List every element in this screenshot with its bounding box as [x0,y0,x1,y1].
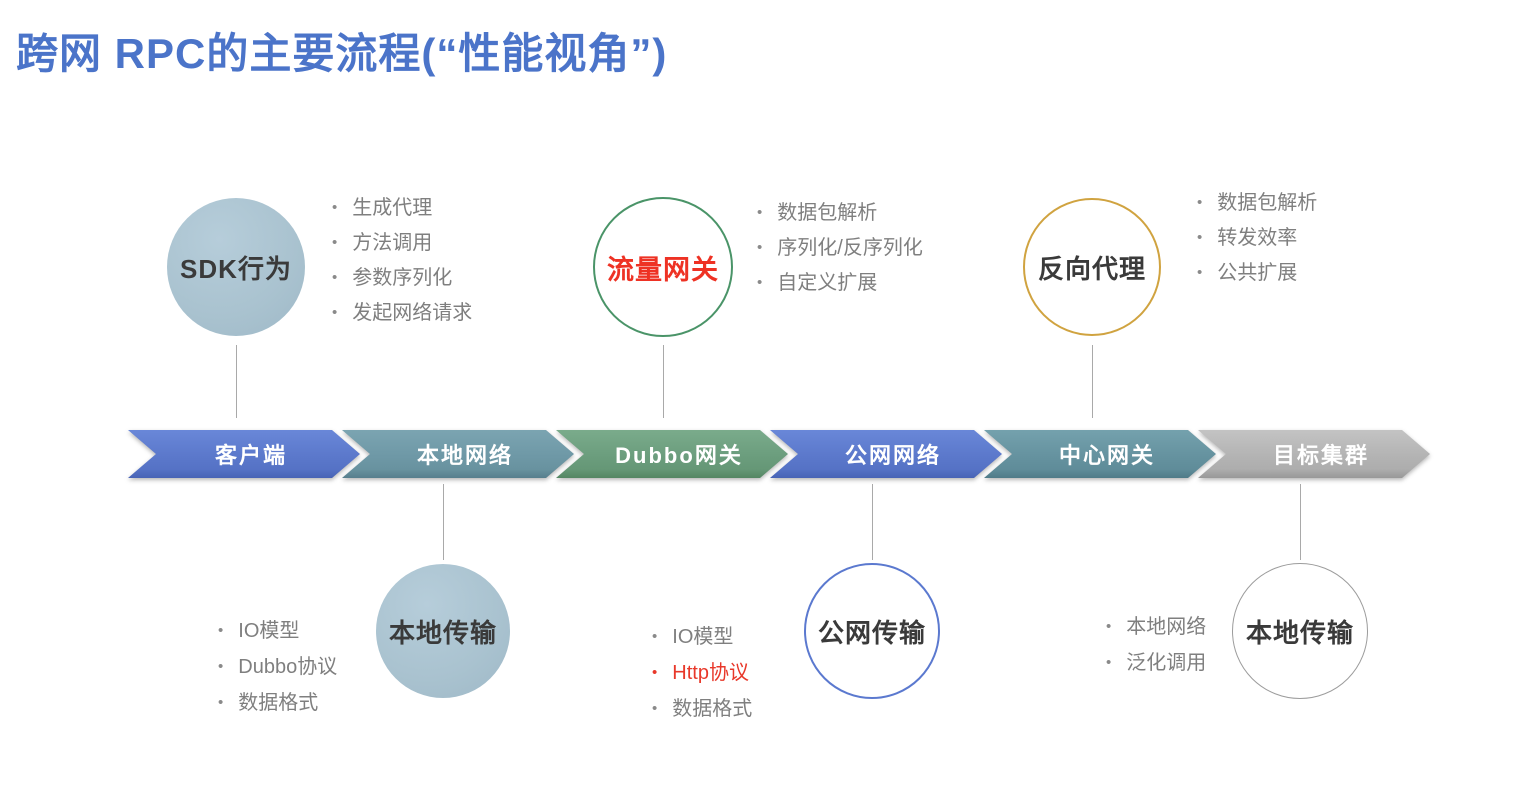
bullet-icon: • [218,622,224,639]
list-item-highlighted: •Http协议 [652,662,749,684]
page-title: 跨网 RPC的主要流程(“性能视角”) [16,30,668,77]
bullet-icon: • [332,304,338,321]
bullet-icon: • [652,700,658,717]
public-transport-bullet-list: •IO模型 •Http协议 •数据格式 [652,626,752,734]
connector-line [443,484,444,560]
flow-step-client: 客户端 [128,430,360,478]
node-traffic-gateway: 流量网关 [593,197,733,337]
list-item: •方法调用 [332,232,433,254]
connector-line [1300,484,1301,560]
bullet-icon: • [218,694,224,711]
flow-step-label: 公网网络 [844,443,941,468]
list-item: •数据包解析 [1197,192,1318,214]
node-label: 反向代理 [1037,253,1146,284]
bullet-icon: • [1197,264,1203,281]
reverse-proxy-bullet-list: •数据包解析 •转发效率 •公共扩展 [1197,192,1317,297]
connector-line [872,484,873,560]
list-item: •Dubbo协议 [218,656,338,678]
flow-step-label: Dubbo网关 [615,443,743,468]
list-item: •本地网络 [1106,616,1207,638]
flow-step-label: 目标集群 [1272,443,1369,468]
bullet-icon: • [757,239,763,256]
bullet-icon: • [1197,229,1203,246]
bullet-icon: • [757,204,763,221]
connector-line [1092,345,1093,418]
flow-step-label: 中心网关 [1058,443,1155,468]
node-label: SDK行为 [180,253,292,284]
flow-step-label: 客户端 [214,443,287,468]
bullet-icon: • [332,199,338,216]
sdk-behavior-bullet-list: •生成代理 •方法调用 •参数序列化 •发起网络请求 [332,197,472,337]
bullet-icon: • [652,628,658,645]
list-item: •数据包解析 [757,202,878,224]
list-item: •泛化调用 [1106,652,1207,674]
local-transport-left-bullet-list: •IO模型 •Dubbo协议 •数据格式 [218,620,337,728]
flow-step-local-network: 本地网络 [342,430,574,478]
bullet-icon: • [1106,618,1112,635]
bullet-icon: • [757,274,763,291]
node-label: 公网传输 [817,617,926,648]
node-label: 流量网关 [607,254,719,285]
node-local-transport-right: 本地传输 [1232,563,1368,699]
list-item: •发起网络请求 [332,302,473,324]
flow-step-target-cluster: 目标集群 [1198,430,1430,478]
flow-step-central-gateway: 中心网关 [984,430,1216,478]
bullet-icon: • [1106,654,1112,671]
list-item: •数据格式 [652,698,753,720]
node-public-transport: 公网传输 [804,563,940,699]
flow-step-label: 本地网络 [416,443,513,468]
list-item: •IO模型 [218,620,300,642]
node-reverse-proxy: 反向代理 [1023,198,1161,336]
list-item: •参数序列化 [332,267,453,289]
node-sdk-behavior: SDK行为 [167,198,305,336]
bullet-icon: • [652,664,658,681]
node-label: 本地传输 [1245,617,1354,648]
bullet-icon: • [1197,194,1203,211]
bullet-icon: • [332,234,338,251]
list-item: •数据格式 [218,692,319,714]
connector-line [236,345,237,418]
list-item: •生成代理 [332,197,433,219]
list-item: •序列化/反序列化 [757,237,923,259]
local-transport-right-bullet-list: •本地网络 •泛化调用 [1106,616,1206,688]
list-item: •公共扩展 [1197,262,1298,284]
list-item: •IO模型 [652,626,734,648]
list-item: •转发效率 [1197,227,1298,249]
flow-step-dubbo-gateway: Dubbo网关 [556,430,788,478]
flow-step-public-network: 公网网络 [770,430,1002,478]
list-item: •自定义扩展 [757,272,878,294]
bullet-icon: • [332,269,338,286]
connector-line [663,345,664,418]
node-local-transport-left: 本地传输 [376,564,510,698]
traffic-gateway-bullet-list: •数据包解析 •序列化/反序列化 •自定义扩展 [757,202,923,307]
node-label: 本地传输 [388,617,497,648]
bullet-icon: • [218,658,224,675]
